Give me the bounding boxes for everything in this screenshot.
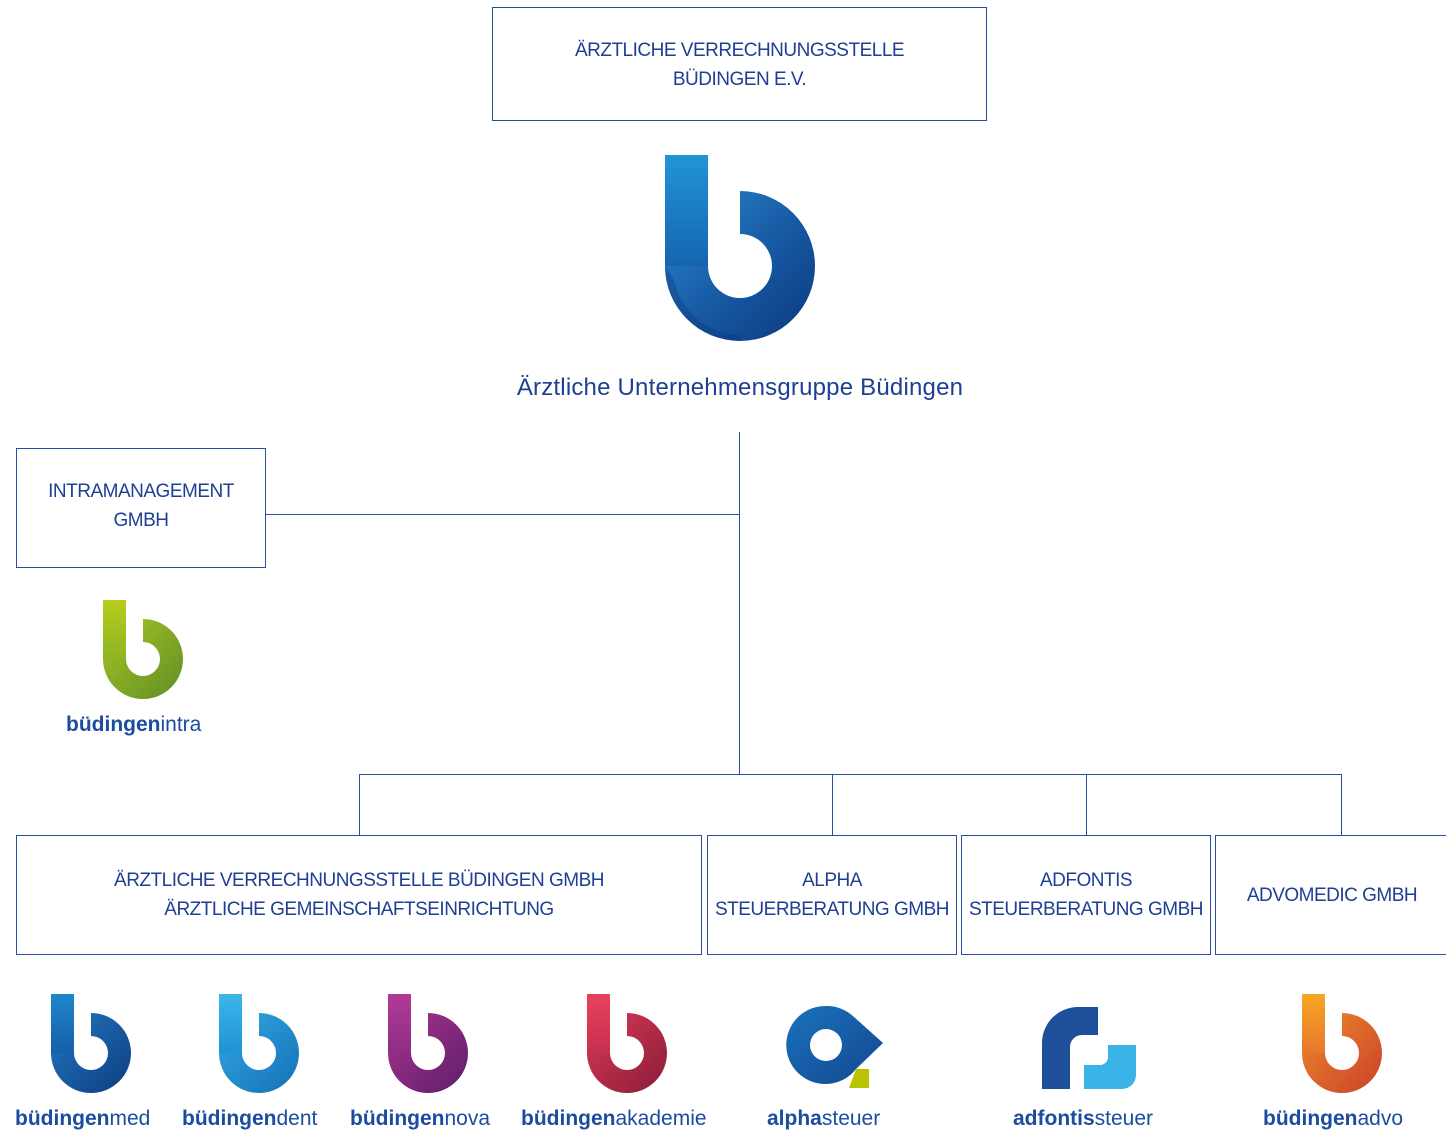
brand-label-adfontis: adfontissteuer [1013, 1106, 1153, 1132]
b-logo-green-icon [103, 600, 183, 699]
company-2-line-1: ALPHA [802, 870, 862, 891]
brand-advo-bold: büdingen [1263, 1107, 1358, 1130]
brand-dent-light: dent [276, 1107, 318, 1130]
adfontis-logo-icon [1042, 1007, 1136, 1089]
brand-med-light: med [109, 1107, 151, 1130]
company-4-line-1: ADVOMEDIC GMBH [1246, 884, 1418, 906]
intra-box: INTRAMANAGEMENT GMBH [16, 448, 266, 568]
intra-line-2: GMBH [113, 510, 170, 531]
connector-main-vertical [739, 432, 740, 775]
b-logo-red-icon [587, 994, 667, 1093]
b-logo-orange-icon [1302, 994, 1382, 1093]
intra-line-1: INTRAMANAGEMENT [48, 481, 234, 502]
group-name: Ärztliche Unternehmensgruppe Büdingen [516, 374, 964, 401]
brand-label-akademie: büdingenakademie [521, 1106, 707, 1132]
connector-drop-2 [832, 774, 833, 836]
connector-intra-horizontal [265, 514, 740, 515]
brand-akademie-bold: büdingen [521, 1107, 616, 1130]
brand-label-advo: büdingenadvo [1263, 1106, 1403, 1132]
brand-adfontis-light: steuer [1094, 1107, 1154, 1130]
brand-nova-bold: büdingen [350, 1107, 445, 1130]
alpha-logo-icon [786, 1005, 883, 1088]
brand-intra-bold: büdingen [66, 713, 161, 736]
root-line-2: BÜDINGEN E.V. [672, 69, 807, 90]
connector-drop-3 [1086, 774, 1087, 836]
company-3-line-2: STEUERBERATUNG GMBH [968, 899, 1204, 920]
brand-intra-light: intra [160, 713, 202, 736]
b-logo-blue-icon [51, 994, 131, 1093]
brand-advo-light: advo [1357, 1107, 1404, 1130]
brand-label-med: büdingenmed [15, 1106, 150, 1132]
connector-bottom-horizontal [359, 774, 1342, 775]
company-box-adfontis: ADFONTIS STEUERBERATUNG GMBH [961, 835, 1211, 955]
company-box-advomedic: ADVOMEDIC GMBH [1215, 835, 1446, 955]
company-box-alpha: ALPHA STEUERBERATUNG GMBH [707, 835, 957, 955]
brand-nova-light: nova [444, 1107, 491, 1130]
company-1-line-1: ÄRZTLICHE VERRECHNUNGSSTELLE BÜDINGEN GM… [114, 870, 604, 891]
company-3-line-1: ADFONTIS [1039, 870, 1133, 891]
company-2-line-2: STEUERBERATUNG GMBH [714, 899, 950, 920]
brand-label-intra: büdingenintra [66, 712, 201, 738]
connector-drop-1 [359, 774, 360, 836]
b-logo-lightblue-icon [219, 994, 299, 1093]
brand-adfontis-bold: adfontis [1013, 1107, 1095, 1130]
brand-alpha-bold: alpha [767, 1107, 822, 1130]
b-logo-purple-icon [388, 994, 468, 1093]
main-b-logo-icon [665, 155, 815, 341]
brand-label-alpha: alphasteuer [767, 1106, 880, 1132]
brand-label-dent: büdingendent [182, 1106, 317, 1132]
connector-drop-4 [1341, 774, 1342, 836]
company-1-line-2: ÄRZTLICHE GEMEINSCHAFTSEINRICHTUNG [164, 899, 554, 920]
brand-akademie-light: akademie [615, 1107, 707, 1130]
brand-alpha-light: steuer [821, 1107, 881, 1130]
root-box: ÄRZTLICHE VERRECHNUNGSSTELLE BÜDINGEN E.… [492, 7, 987, 121]
root-line-1: ÄRZTLICHE VERRECHNUNGSSTELLE [574, 40, 905, 61]
brand-med-bold: büdingen [15, 1107, 110, 1130]
brand-dent-bold: büdingen [182, 1107, 277, 1130]
company-box-avb-gmbh: ÄRZTLICHE VERRECHNUNGSSTELLE BÜDINGEN GM… [16, 835, 702, 955]
brand-label-nova: büdingennova [350, 1106, 490, 1132]
